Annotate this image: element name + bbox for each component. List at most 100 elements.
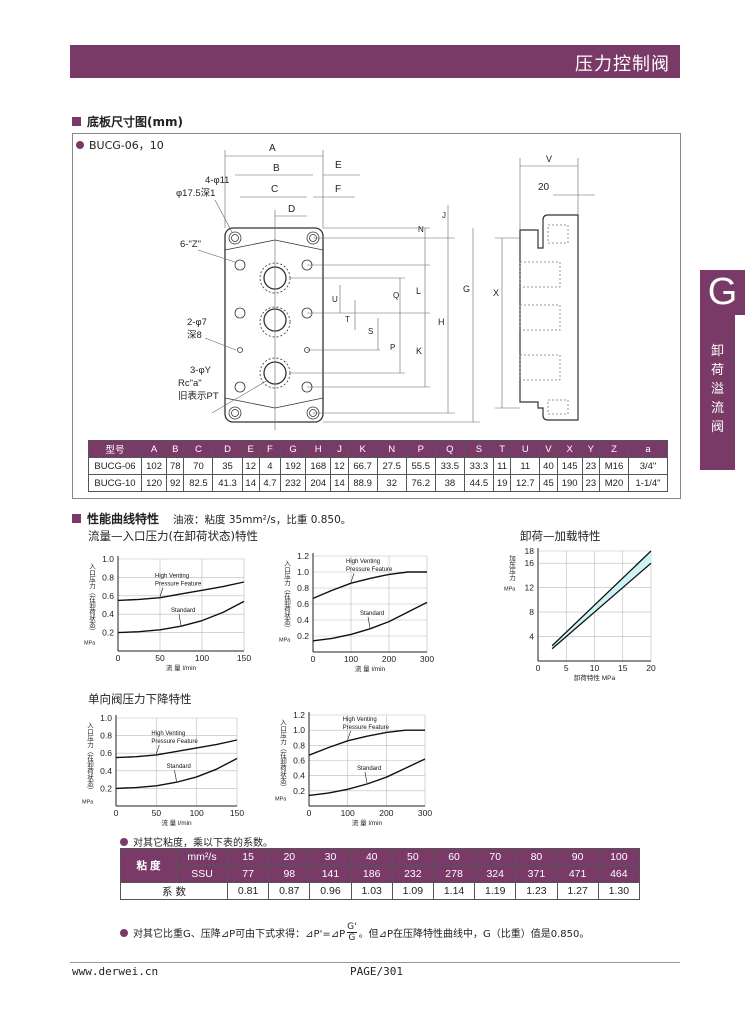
dim-N: N xyxy=(418,225,424,234)
formula-fraction: G' G xyxy=(347,922,357,943)
x-tick-label: 100 xyxy=(344,654,358,664)
series-line-high-venting xyxy=(312,571,427,600)
series-line-standard xyxy=(115,757,238,790)
dim-F: F xyxy=(335,184,341,195)
unit-label: mm²/s xyxy=(176,848,228,866)
formula-text: 对其它比重G、压降⊿P可由下式求得：⊿P'=⊿P xyxy=(133,929,346,940)
dim-Q: Q xyxy=(393,291,399,300)
y-tick-label: 0.8 xyxy=(100,731,112,741)
dim-U: U xyxy=(332,295,338,304)
side-tab-letter: G xyxy=(700,270,745,315)
column-header: Y xyxy=(581,440,600,458)
x-tick-label: 0 xyxy=(307,808,312,818)
y-axis-label: 入口压力（在卸荷状态） xyxy=(279,719,287,791)
table-cell: 1-1/4" xyxy=(628,474,668,492)
viscosity-cell: 278 xyxy=(432,865,476,883)
y-tick-label: 16 xyxy=(525,558,535,568)
column-header: a xyxy=(628,440,668,458)
plate-outline xyxy=(224,227,324,423)
viscosity-cell: 1.03 xyxy=(350,882,393,900)
series-annotation: Pressure Feature xyxy=(346,567,393,573)
series-annotation: Pressure Feature xyxy=(343,725,390,731)
x-tick-label: 150 xyxy=(230,808,244,818)
dim-B: B xyxy=(273,163,280,174)
viscosity-cell: 1.19 xyxy=(474,882,517,900)
y-unit-label: MPa xyxy=(82,800,94,806)
y-tick-label: 0.2 xyxy=(102,628,114,638)
column-header: Z xyxy=(598,440,630,458)
x-axis-label: 流 量 l/min xyxy=(161,818,192,827)
y-axis-label: 入口压力（在卸荷状态） xyxy=(88,563,96,635)
series-annotation: Standard xyxy=(171,608,195,614)
y-tick-label: 0.4 xyxy=(102,609,114,619)
x-tick-label: 300 xyxy=(418,808,432,818)
viscosity-cell: 15 xyxy=(226,848,270,866)
note-bolt-holes: 4-φ11 xyxy=(205,175,229,186)
y-tick-label: 0.2 xyxy=(100,783,112,793)
annotation-leader xyxy=(350,573,355,583)
oil-spec: 油液：粘度 35mm²/s，比重 0.850。 xyxy=(173,514,352,526)
drawing-labels: A B C D E F N J L Q U T S P K H G X V 20… xyxy=(176,143,552,402)
table-cell: BUCG-10 xyxy=(88,474,142,492)
coefficient-label: 系 数 xyxy=(120,882,228,900)
note-pin-depth: 深8 xyxy=(187,330,202,341)
section-title: 性能曲线特性 xyxy=(87,512,160,526)
dim-D: D xyxy=(288,204,295,215)
formula-note: 对其它比重G、压降⊿P可由下式求得：⊿P'=⊿P G' G 。但⊿P在压降特性曲… xyxy=(120,922,589,943)
viscosity-cell: 324 xyxy=(474,865,517,883)
viscosity-note: 对其它粘度，乘以下表的系数。 xyxy=(120,834,273,849)
x-tick-label: 300 xyxy=(420,654,434,664)
y-unit-label: MPa xyxy=(275,797,287,803)
series-line-high-venting xyxy=(117,581,245,602)
y-axis-label: 入口压力（在卸荷状态） xyxy=(283,560,291,632)
y-tick-label: 0.4 xyxy=(100,766,112,776)
series-line-standard xyxy=(312,601,428,642)
annotation-leader xyxy=(364,771,368,784)
series-line-standard xyxy=(117,600,245,634)
y-unit-label: MPa xyxy=(84,641,96,647)
annotation-leader xyxy=(174,770,177,782)
footer-url[interactable]: www.derwei.cn xyxy=(72,965,159,978)
viscosity-cell: 60 xyxy=(432,848,476,866)
series-annotation: Standard xyxy=(167,764,191,770)
y-tick-label: 0.6 xyxy=(293,756,305,766)
dim-A: A xyxy=(269,143,276,154)
viscosity-cell: 30 xyxy=(309,848,352,866)
y-tick-label: 0.4 xyxy=(293,771,305,781)
series-line-standard xyxy=(308,758,426,797)
y-axis-label: 入口压力（在卸荷状态） xyxy=(86,722,94,794)
series-annotation: High Venting xyxy=(155,574,189,580)
viscosity-cell: 20 xyxy=(268,848,311,866)
side-tab-label: 卸 荷 溢 流 阀 xyxy=(700,342,735,437)
table-cell: 190 xyxy=(556,474,583,492)
viscosity-cell: 80 xyxy=(515,848,558,866)
section-heading-dimensions: 底板尺寸图(mm) xyxy=(72,113,183,130)
series-annotation: High Venting xyxy=(346,559,380,565)
viscosity-cell: 1.23 xyxy=(515,882,558,900)
column-header: J xyxy=(330,440,349,458)
viscosity-cell: 0.81 xyxy=(226,882,270,900)
y-unit-label: MPa xyxy=(504,586,516,592)
y-tick-label: 4 xyxy=(529,632,534,642)
annotation-leader xyxy=(156,744,160,755)
subtitle-unload-load: 卸荷—加载特性 xyxy=(520,529,601,543)
viscosity-cell: 70 xyxy=(474,848,517,866)
note-old-pt: 旧表示PT xyxy=(178,390,219,402)
x-tick-label: 5 xyxy=(564,663,569,673)
viscosity-label: 粘 度 xyxy=(120,848,177,883)
x-tick-label: 200 xyxy=(379,808,393,818)
y-tick-label: 0.4 xyxy=(297,615,309,625)
table-cell: 14 xyxy=(241,474,260,492)
dim-H: H xyxy=(438,317,445,327)
series-annotation: High Venting xyxy=(151,731,185,737)
drawing-frame xyxy=(72,133,681,499)
x-tick-label: 20 xyxy=(646,663,656,673)
y-tick-label: 1.0 xyxy=(100,713,112,723)
subtitle-flow-pressure: 流量—入口压力(在卸荷状态)特性 xyxy=(88,529,258,543)
